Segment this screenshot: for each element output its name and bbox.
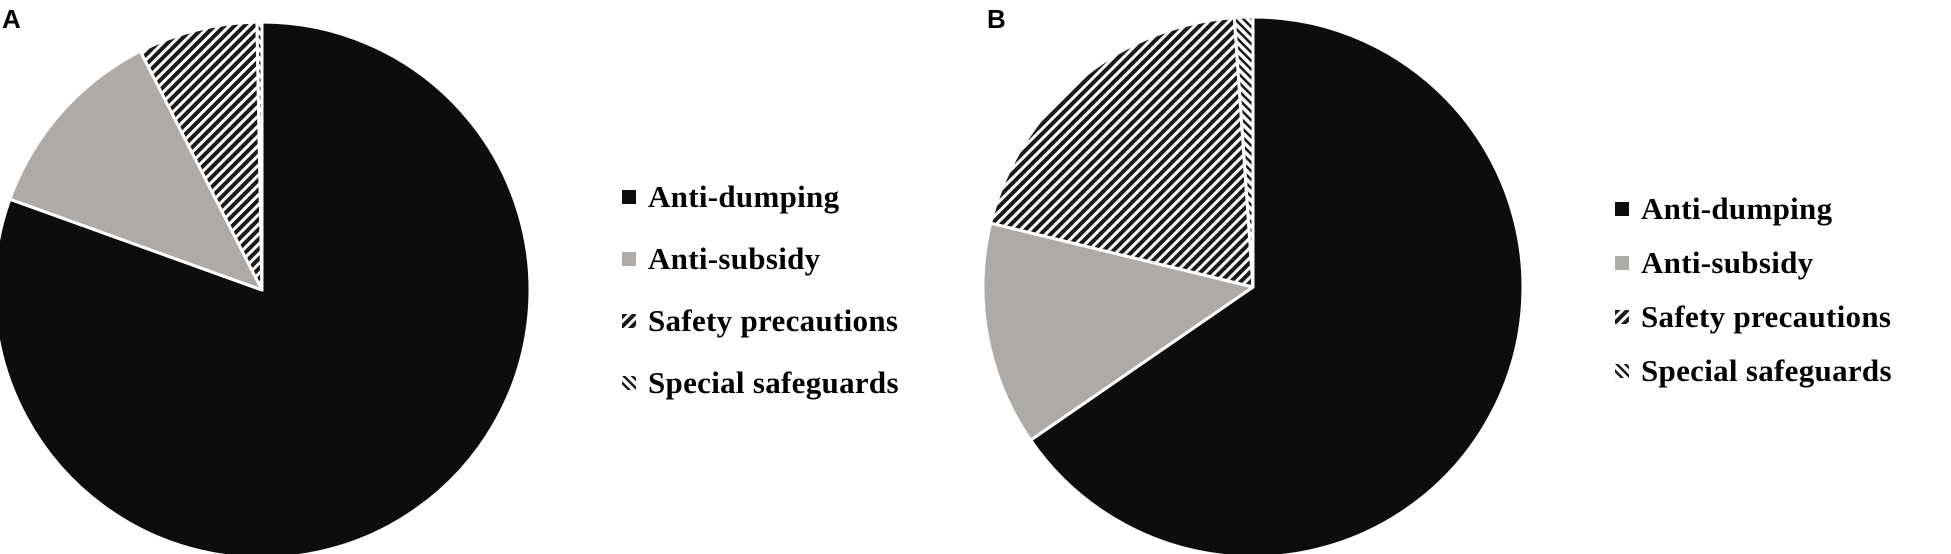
legend-item-anti-dumping: Anti-dumping — [622, 176, 899, 218]
pie-chart-b — [981, 15, 1525, 554]
legend-item-anti-subsidy: Anti-subsidy — [622, 238, 899, 280]
pie-slice-safety-precautions — [138, 20, 264, 292]
pie-slice-special-safeguards — [1232, 15, 1255, 289]
legend-label-safety-precautions: Safety precautions — [648, 303, 899, 338]
legend-item-safety-precautions: Safety precautions — [622, 300, 899, 342]
legend-item-special-safeguards: Special safeguards — [622, 362, 899, 404]
pie-slice-anti-subsidy — [8, 49, 264, 292]
pie-slice-safety-precautions — [989, 16, 1255, 289]
panel-label-b: B — [987, 4, 1006, 34]
legend-label-anti-dumping: Anti-dumping — [648, 179, 840, 214]
pie-slice-special-safeguards — [255, 20, 264, 292]
legend-item-anti-subsidy: Anti-subsidy — [1615, 242, 1892, 284]
legend-swatch-safety-precautions — [622, 314, 636, 328]
legend-item-safety-precautions: Safety precautions — [1615, 296, 1892, 338]
legend-a: Anti-dumping Anti-subsidy Safety precaut… — [622, 176, 899, 404]
pie-chart-a — [0, 20, 532, 554]
legend-label-special-safeguards: Special safeguards — [648, 365, 899, 400]
pie-slice-anti-subsidy — [981, 221, 1255, 442]
legend-label-special-safeguards: Special safeguards — [1641, 353, 1892, 388]
legend-swatch-anti-subsidy — [1615, 256, 1629, 270]
chart-panel-b: B Anti-dumping Anti-subsidy Safety preca… — [981, 0, 1951, 554]
pie-slice-anti-dumping — [0, 20, 532, 554]
legend-label-anti-subsidy: Anti-subsidy — [648, 241, 821, 276]
pie-slice-anti-dumping — [1029, 15, 1525, 554]
legend-label-safety-precautions: Safety precautions — [1641, 299, 1892, 334]
legend-item-anti-dumping: Anti-dumping — [1615, 188, 1892, 230]
legend-swatch-special-safeguards — [622, 376, 636, 390]
panel-label-a: A — [2, 4, 21, 34]
legend-label-anti-subsidy: Anti-subsidy — [1641, 245, 1814, 280]
legend-item-special-safeguards: Special safeguards — [1615, 350, 1892, 392]
legend-swatch-special-safeguards — [1615, 364, 1629, 378]
legend-swatch-anti-subsidy — [622, 252, 636, 266]
legend-b: Anti-dumping Anti-subsidy Safety precaut… — [1615, 188, 1892, 392]
legend-label-anti-dumping: Anti-dumping — [1641, 191, 1833, 226]
legend-swatch-anti-dumping — [622, 190, 636, 204]
legend-swatch-safety-precautions — [1615, 310, 1629, 324]
legend-swatch-anti-dumping — [1615, 202, 1629, 216]
chart-panel-a: A Anti-dumping Anti-subsidy Safety preca… — [0, 4, 899, 554]
